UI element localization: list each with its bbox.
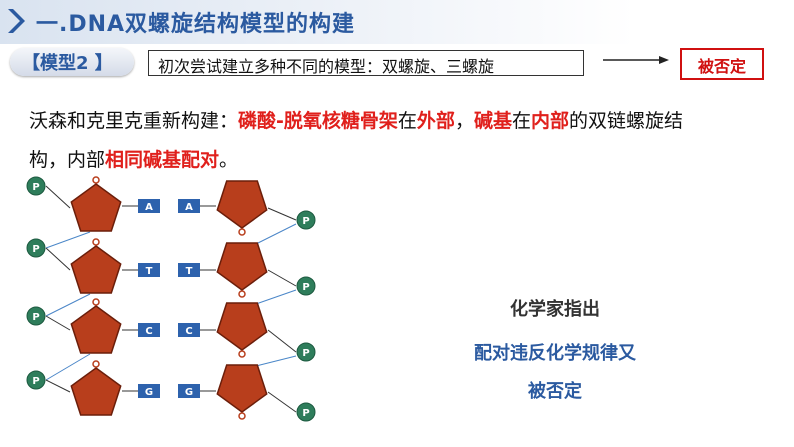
oxygen-atom (92, 238, 100, 246)
body-text: 沃森和克里克重新构建： (29, 110, 239, 132)
body-text: 。 (219, 149, 239, 171)
dna-model-diagram: A A T T C C G G P P P P P P P P (26, 176, 316, 422)
body-text: 构，内部 (29, 149, 106, 171)
oxygen-atom (92, 176, 100, 184)
base-right-label: T (186, 266, 193, 277)
deoxyribose-pentagon (216, 180, 268, 229)
highlight-text: 内部 (530, 110, 569, 132)
highlight-text: 外部 (416, 110, 455, 132)
backbone-line (267, 391, 297, 413)
body-text: 在 (511, 110, 531, 132)
backbone-line (45, 315, 71, 331)
phosphate-circle (26, 176, 46, 196)
note-chemists: 化学家指出 (510, 299, 600, 320)
phosphodiester-bond (45, 353, 91, 381)
phosphate-label: P (32, 312, 39, 323)
phosphodiester-bond (255, 289, 297, 305)
deoxyribose-pentagon (216, 364, 268, 413)
chevron-right-icon (8, 9, 25, 33)
highlight-text: 相同碱基配对 (105, 149, 220, 171)
oxygen-atom (238, 228, 246, 236)
backbone-line (45, 379, 71, 393)
phosphate-circle (26, 238, 46, 258)
note-violation: 配对违反化学规律又 (474, 343, 636, 364)
phosphodiester-bond (45, 231, 91, 249)
oxygen-atom (238, 412, 246, 420)
phosphate-circle (296, 210, 316, 230)
oxygen-atom (238, 350, 246, 358)
deoxyribose-pentagon (70, 245, 122, 294)
rejected-box (680, 48, 764, 80)
deoxyribose-pentagon (70, 183, 122, 232)
attempt-text: 初次尝试建立多种不同的模型：双螺旋、三螺旋 (158, 57, 495, 76)
rejected-text: 被否定 (697, 57, 746, 76)
oxygen-atom (92, 298, 100, 306)
phosphate-label: P (302, 348, 309, 359)
base-right (178, 323, 200, 337)
oxygen-atom (238, 290, 246, 298)
phosphate-circle (296, 276, 316, 296)
base-right (178, 199, 200, 213)
base-left (138, 323, 160, 337)
phosphate-label: P (302, 216, 309, 227)
title-bar (0, 0, 794, 44)
phosphodiester-bond (45, 293, 91, 317)
base-left (138, 199, 160, 213)
phosphate-label: P (32, 182, 39, 193)
deoxyribose-pentagon (216, 302, 268, 351)
base-left (138, 384, 160, 398)
page-title: 一.DNA双螺旋结构模型的构建 (36, 12, 356, 37)
base-left (138, 263, 160, 277)
oxygen-atom (92, 360, 100, 368)
base-left-label: C (145, 326, 152, 337)
note-rejected: 被否定 (528, 381, 582, 402)
phosphate-label: P (302, 282, 309, 293)
base-left-label: A (145, 202, 153, 213)
body-text: 的双链螺旋结 (569, 110, 684, 132)
model-badge (10, 48, 134, 76)
phosphodiester-bond (255, 355, 297, 367)
phosphate-label: P (302, 408, 309, 419)
phosphate-circle (26, 306, 46, 326)
base-left-label: T (146, 266, 153, 277)
model-label: 【模型2 】 (22, 53, 113, 74)
base-right (178, 384, 200, 398)
paragraph-line-2: 构，内部相同碱基配对。 (29, 145, 238, 172)
attempt-box (148, 50, 584, 76)
phosphodiester-bond (255, 223, 297, 245)
highlight-text: 磷酸-脱氧核糖骨架 (238, 110, 398, 132)
base-left-label: G (145, 387, 153, 398)
body-text: 在 (397, 110, 417, 132)
backbone-line (267, 329, 297, 353)
phosphate-circle (26, 370, 46, 390)
backbone-line (267, 207, 297, 221)
phosphate-circle (296, 342, 316, 362)
backbone-line (45, 247, 71, 271)
phosphate-label: P (32, 376, 39, 387)
base-right-label: C (185, 326, 192, 337)
paragraph-line-1: 沃森和克里克重新构建：磷酸-脱氧核糖骨架在外部，碱基在内部的双链螺旋结 (29, 106, 683, 133)
base-right-label: G (185, 387, 193, 398)
base-right (178, 263, 200, 277)
arrow-right-icon (603, 56, 669, 64)
backbone-line (45, 185, 71, 209)
base-right-label: A (185, 202, 193, 213)
highlight-text: 碱基 (473, 110, 512, 132)
deoxyribose-pentagon (70, 305, 122, 354)
phosphate-label: P (32, 244, 39, 255)
deoxyribose-pentagon (70, 367, 122, 416)
body-text: ， (454, 110, 474, 132)
deoxyribose-pentagon (216, 242, 268, 291)
backbone-line (267, 269, 297, 287)
phosphate-circle (296, 402, 316, 422)
